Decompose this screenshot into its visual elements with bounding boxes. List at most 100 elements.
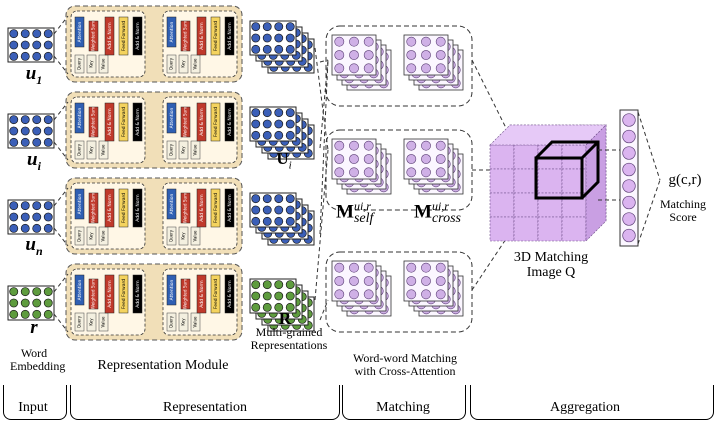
match-cross-layer (403, 260, 449, 302)
input-embedding-2-cell (32, 201, 42, 211)
rep-output-stack-2-layer-cell (274, 194, 284, 204)
connector-in-1 (53, 141, 69, 161)
match-self-cell (334, 167, 345, 178)
match-self-cell (349, 140, 359, 151)
rep-output-stack-1-layer-cell (262, 108, 272, 118)
connector-in-2 (53, 187, 69, 207)
cubelet (537, 216, 563, 242)
rep-block-a-1-qkv (98, 140, 109, 160)
rep-output-stack-0-layer-cell (274, 33, 284, 43)
input-embedding-3-cell (20, 287, 30, 297)
input-embedding-1-cell (20, 126, 30, 136)
rep-block-a-0-weighted-sum-text: Weighted Sum (91, 21, 96, 52)
rep-block-a-3-qkv (98, 312, 109, 332)
matching-caption: Word-word Matching with Cross-Attention (352, 351, 457, 379)
rep-output-stack-3-layer-cell (274, 291, 284, 301)
matching-group-1 (325, 129, 473, 211)
rep-block-b-1-add-norm-1 (196, 102, 207, 142)
match-cross-cell (421, 289, 431, 300)
input-embedding-0-cell (32, 40, 42, 50)
rep-output-stack-3-layer-cell (262, 302, 272, 312)
score-vector-frame (619, 109, 639, 247)
row-label-un: un (14, 234, 54, 258)
rep-block-a-2-qkv-text: Key (89, 232, 94, 240)
input-embedding-0-cell (9, 40, 19, 50)
fan-line-x (314, 47, 329, 151)
rep-block-b-3-qkv (166, 312, 177, 332)
rep-block-a-2-feed-forward (118, 188, 129, 228)
rep-block-a-0-attention (74, 16, 85, 48)
M-self-sub: self (353, 211, 374, 227)
rep-output-stack-0-layer-cell (285, 44, 295, 54)
match-cross-cell (406, 50, 417, 60)
match-to-cube (471, 59, 513, 141)
rep-output-stack-2-layer-cell (274, 205, 284, 215)
rep-output-stack-1-layer-cell (251, 119, 261, 129)
match-cross-cell (435, 289, 446, 300)
rep-block-a-0-add-norm-1-text: Add & Norm (107, 22, 113, 49)
match-cross-cell (421, 276, 431, 286)
connector-in-0 (53, 15, 69, 35)
input-embedding-0-cell (32, 51, 42, 61)
input-embedding-2-cell (43, 212, 53, 222)
rep-block-b-3-weighted-sum-text: Weighted Sum (183, 279, 188, 310)
rep-output-stack-2-layer-cell (274, 216, 284, 226)
rep-block-a-3-feed-forward (118, 274, 129, 314)
rep-block-b-0-add-norm-2 (224, 16, 235, 56)
score-vector-cell (622, 212, 636, 226)
rep-output-stack-1-layer-cell (251, 130, 261, 140)
rep-output-stack-3-layer-cell (251, 291, 261, 301)
rep-output-stack-0-layer-cell (251, 22, 261, 32)
section-label-input: Input (18, 400, 48, 415)
rep-block-a-3-qkv-text: Query (77, 315, 82, 328)
match-cross-cell (406, 262, 417, 273)
match-cross-cell (435, 262, 446, 273)
rep-output-stack-3-layer-cell (285, 291, 295, 301)
rep-block-b-2-attention-text: Attention (169, 193, 175, 214)
rep-block-b-1-qkv (178, 140, 189, 160)
rep-block-b-2-qkv (190, 226, 201, 246)
highlight-cube-front (534, 156, 584, 200)
rep-output-stack-0-layer-cell (285, 22, 295, 32)
input-embedding-3-cell (32, 309, 42, 319)
match-self-cell (363, 262, 374, 273)
rep-block-a-2-add-norm-1-text: Add & Norm (107, 194, 113, 221)
rep-block-b-3-add-norm-1 (196, 274, 207, 314)
match-self-cell (334, 154, 345, 164)
match-cross-cell (406, 63, 417, 74)
row-label-un-base: u (25, 234, 36, 255)
rep-block-a-3-weighted-sum (88, 278, 99, 310)
rep-block-a-3-attention-text: Attention (77, 279, 83, 300)
rep-block-b-0-qkv (178, 54, 189, 74)
score-vector-cell (622, 113, 636, 127)
match-cross-cell (421, 154, 431, 164)
score-vector-cell (622, 146, 636, 160)
score-vector-cell (622, 129, 636, 144)
rep-block-b-2-attention (166, 188, 177, 220)
input-embedding-3-cell (9, 309, 19, 319)
row-label-u1-sub: 1 (36, 72, 43, 87)
rep-block-a-3-feed-forward-text: Feed Forward (121, 279, 127, 309)
rep-output-stack-3-layer-cell (251, 280, 261, 290)
vector-to-score (637, 111, 661, 181)
rep-block-b-1-qkv (190, 140, 201, 160)
match-cross-cell (435, 276, 446, 286)
connector-in-1 (53, 101, 69, 121)
match-cross-cell (406, 276, 417, 286)
input-embedding-2-cell (9, 201, 19, 211)
input-embedding-3-cell (43, 287, 53, 297)
match-cross-cell (435, 154, 446, 164)
match-cross-cell (421, 50, 431, 60)
match-cross-cell (421, 140, 431, 151)
input-embedding-3-cell (43, 309, 53, 319)
match-self-cell (334, 50, 345, 60)
score-vector-cell (622, 228, 636, 243)
rep-block-a-1-attention (74, 102, 85, 134)
rep-block-b-1-qkv-text: Query (169, 143, 174, 156)
